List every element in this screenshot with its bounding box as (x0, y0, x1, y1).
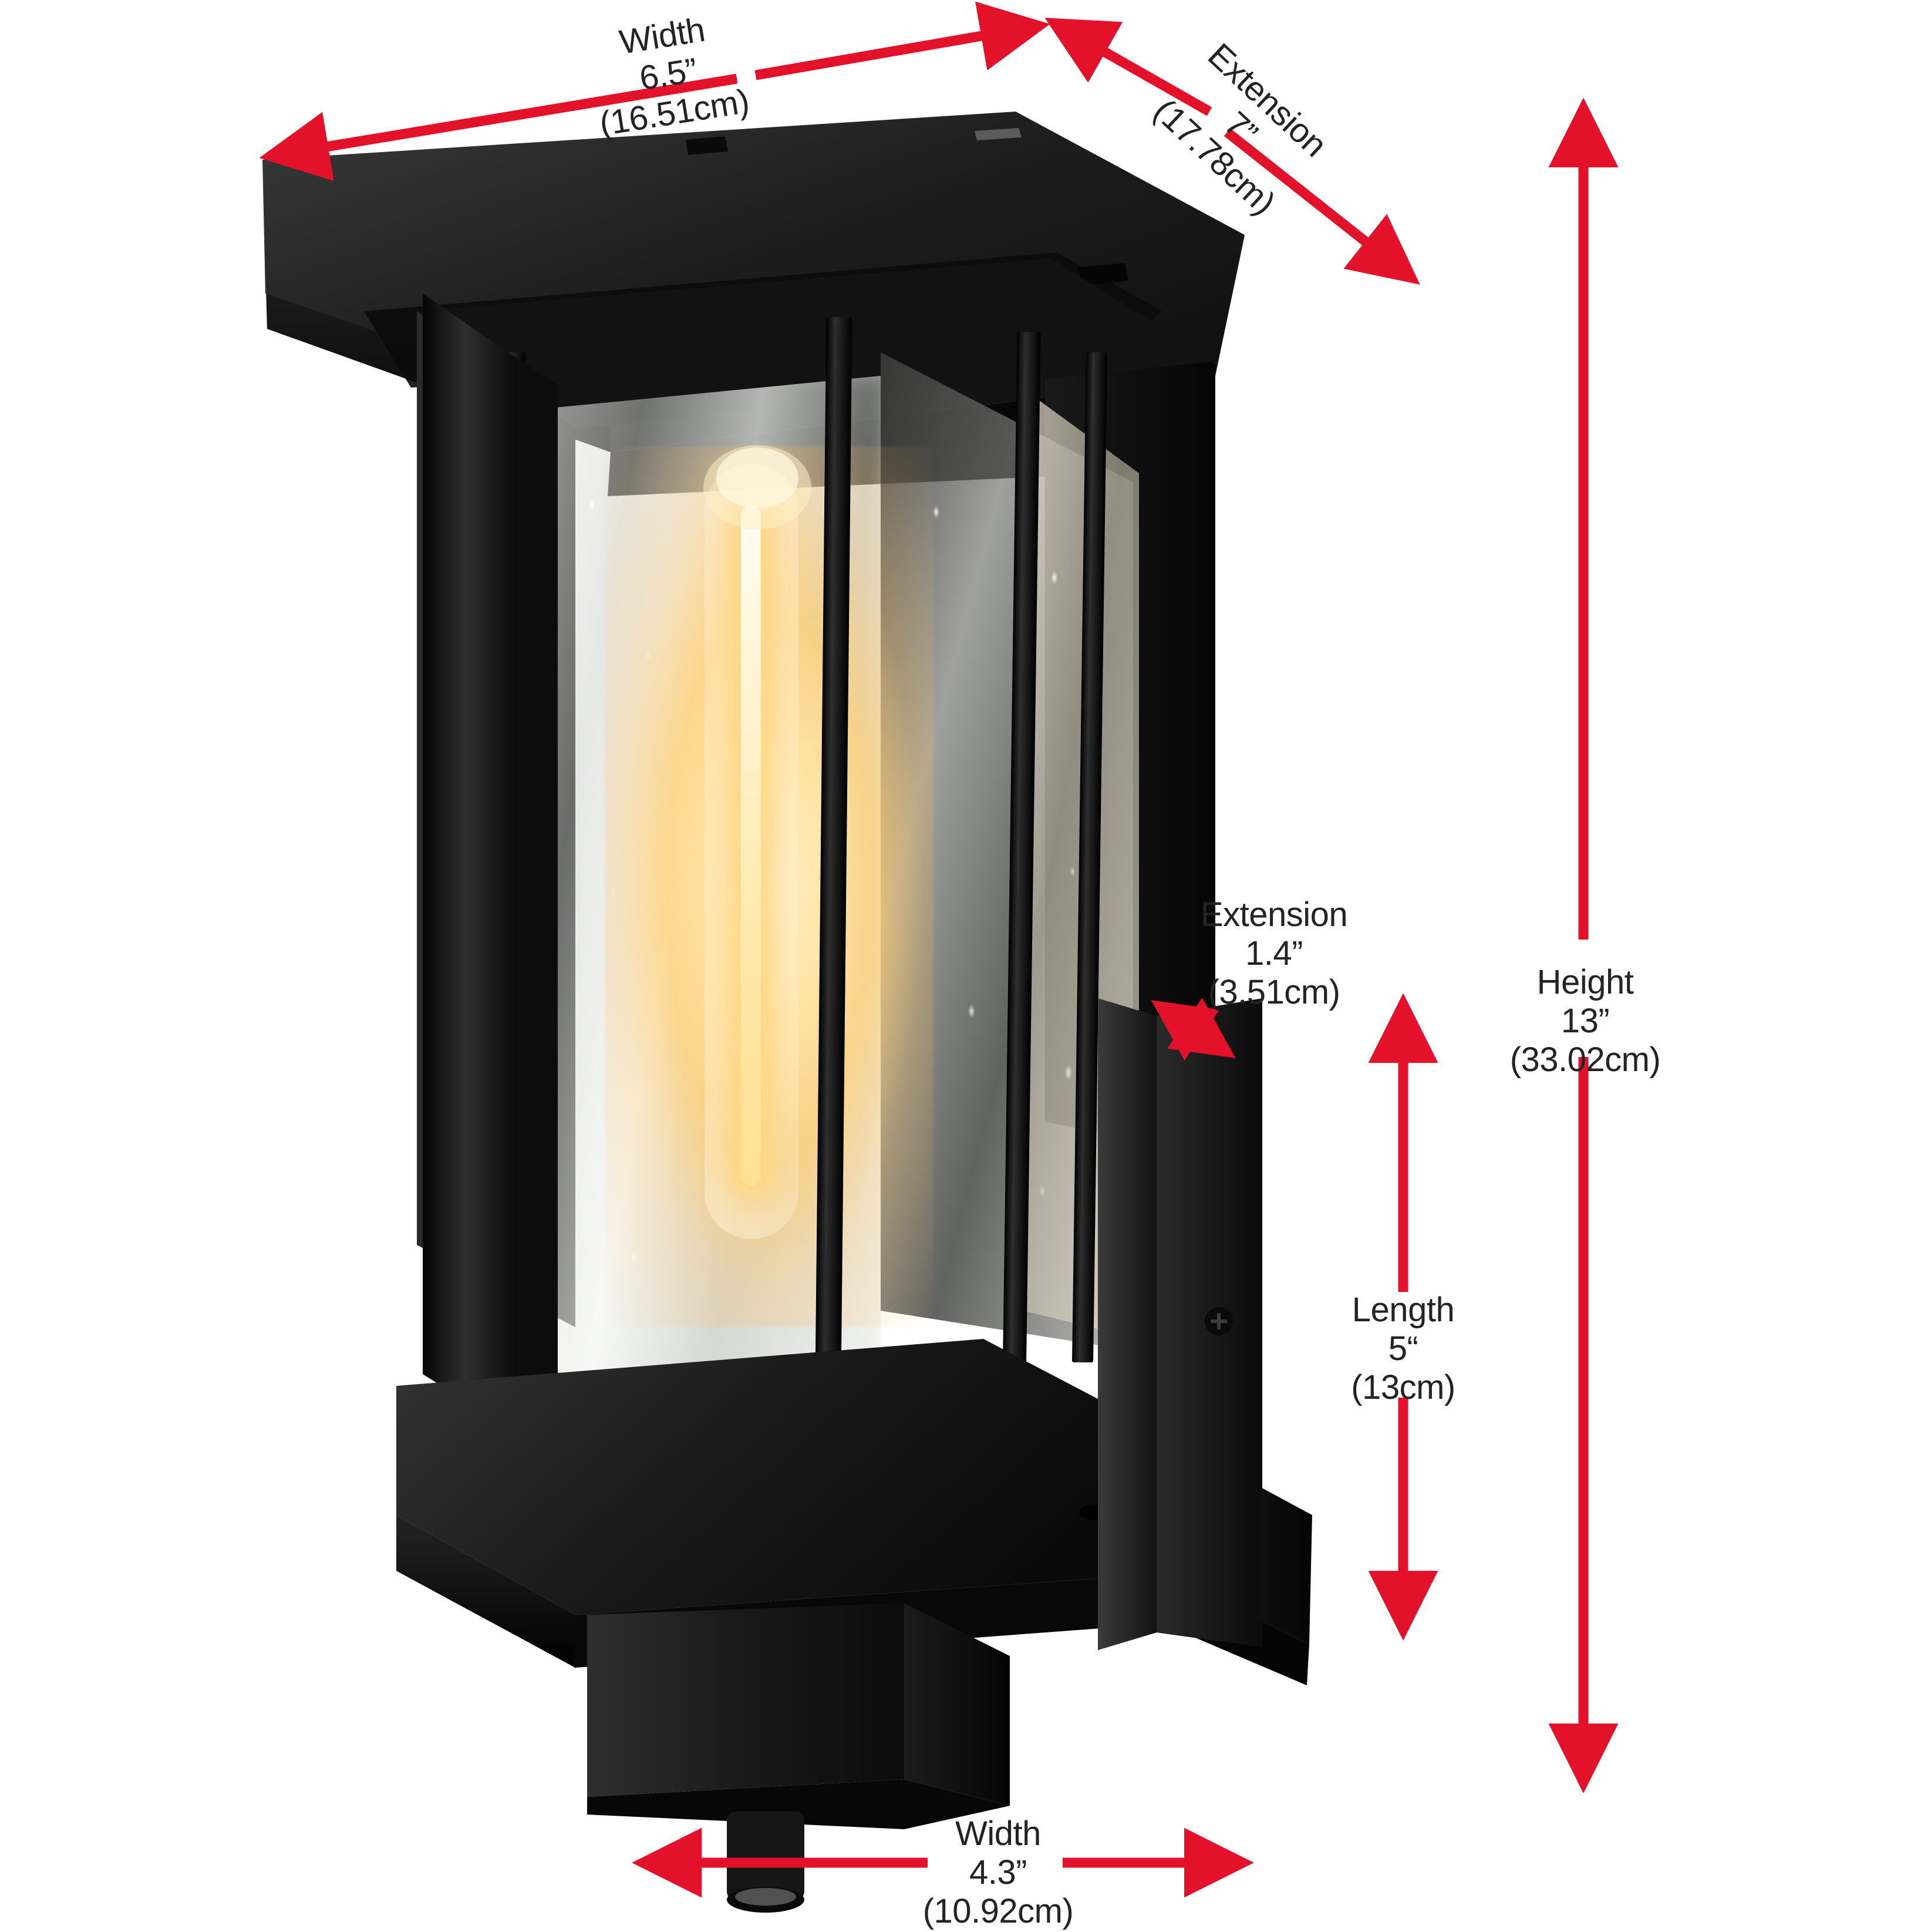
label-extension-side-inches: 1.4” (1245, 934, 1303, 973)
label-extension-side: Extension 1.4” (3.51cm) (1186, 896, 1362, 1012)
label-height-right-metric: (33.02cm) (1509, 1041, 1661, 1079)
label-length-right: Length 5“ (13cm) (1315, 1291, 1491, 1407)
label-width-bottom: Width 4.3” (10.92cm) (904, 1815, 1092, 1931)
label-extension-side-name: Extension (1200, 896, 1348, 934)
label-height-right: Height 13” (33.02cm) (1485, 963, 1685, 1079)
label-width-bottom-name: Width (955, 1815, 1041, 1853)
bulb-socket (703, 445, 811, 530)
bottom-junction-box (587, 1603, 1010, 1913)
label-width-top: Width 6.5” (16.51cm) (585, 5, 752, 144)
wall-mount-backplate (1098, 998, 1262, 1650)
bulb-filament (741, 505, 761, 1186)
label-length-right-name: Length (1352, 1291, 1455, 1329)
label-extension-side-metric: (3.51cm) (1208, 973, 1340, 1012)
label-length-right-metric: (13cm) (1351, 1368, 1455, 1407)
label-length-right-inches: 5“ (1388, 1329, 1418, 1368)
label-height-right-inches: 13” (1561, 1002, 1610, 1041)
label-height-right-name: Height (1536, 963, 1634, 1001)
front-left-frame (423, 294, 558, 1453)
label-width-bottom-metric: (10.92cm) (922, 1892, 1074, 1931)
label-width-bottom-inches: 4.3” (969, 1853, 1027, 1892)
